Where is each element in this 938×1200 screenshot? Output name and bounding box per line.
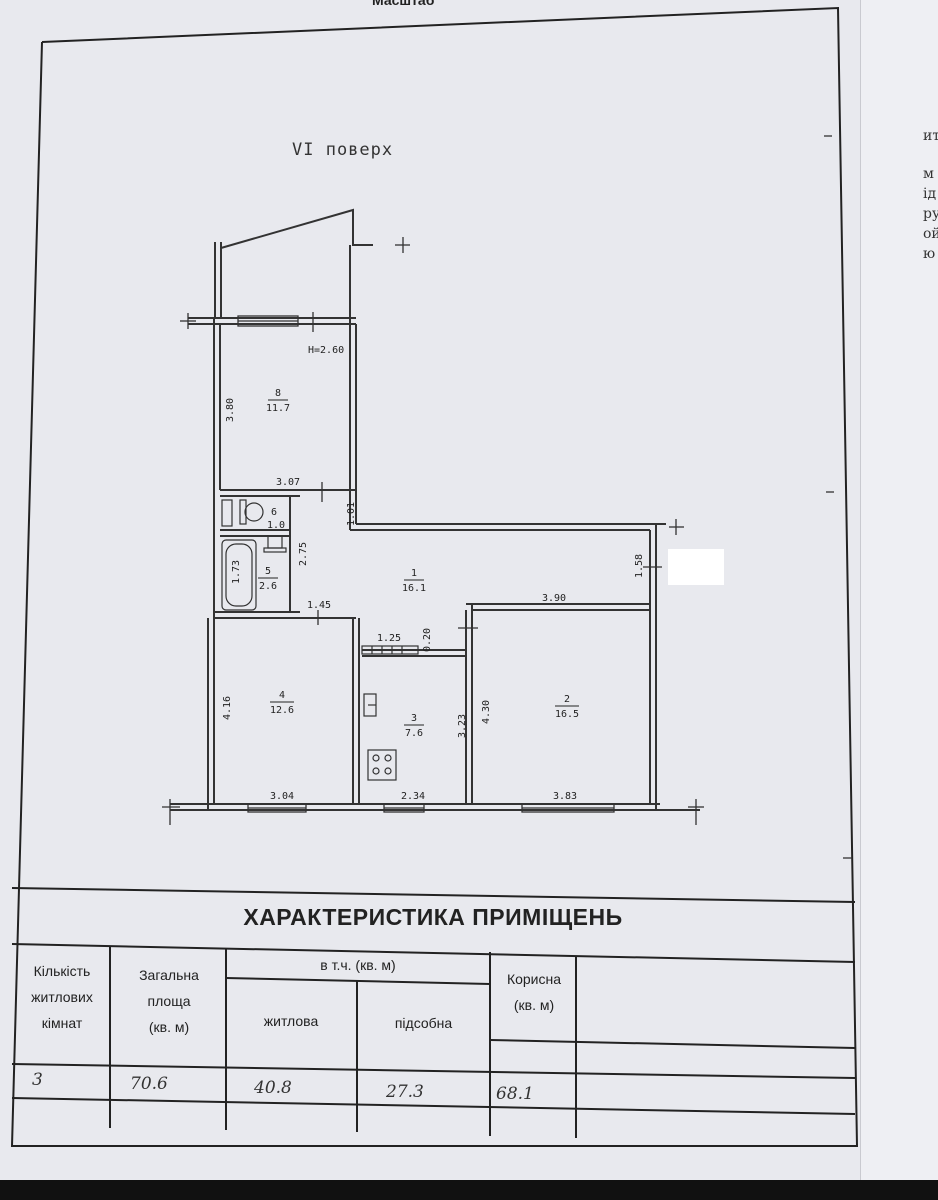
- floor-label: VI поверх: [292, 140, 394, 160]
- header-line: (кв. м): [513, 997, 555, 1013]
- dimension-label: 4.30: [481, 700, 492, 724]
- dimension-label: 1.58: [634, 554, 645, 578]
- header-line: житлових: [31, 989, 93, 1005]
- svg-text:7.6: 7.6: [405, 728, 423, 739]
- header-living: житлова: [263, 1013, 319, 1029]
- table-title: ХАРАКТЕРИСТИКА ПРИМІЩЕНЬ: [243, 904, 623, 930]
- header-line: Корисна: [506, 971, 562, 987]
- dimension-label: 0.20: [422, 628, 433, 652]
- room-6-label: 6 1.0: [267, 507, 285, 531]
- room-8-label: 8 11.7: [266, 388, 290, 414]
- dimension-label: 3.90: [542, 593, 566, 604]
- dimension-label: 3.04: [270, 791, 294, 802]
- header-auxiliary: підсобна: [394, 1015, 453, 1031]
- kitchen-stove: [363, 693, 397, 781]
- room-3-label: 3 7.6: [404, 713, 424, 739]
- dimension-label: 3.83: [553, 791, 577, 802]
- dimension-label: 4.16: [222, 696, 233, 720]
- svg-text:4: 4: [279, 690, 285, 701]
- dimension-label: 2.34: [401, 791, 425, 802]
- side-text-fragment: ой: [923, 226, 938, 242]
- dimension-label: 1.25: [377, 633, 401, 644]
- header-including: в т.ч. (кв. м): [320, 957, 396, 973]
- characteristics-table-grid: [11, 887, 857, 1147]
- side-text-fragment: ит: [923, 128, 938, 144]
- sanitary-fixtures: [221, 499, 287, 611]
- svg-text:16.1: 16.1: [402, 583, 426, 594]
- value-auxiliary-area: 27.3: [386, 1082, 424, 1102]
- dimension-label: 3.07: [276, 477, 300, 488]
- value-rooms-count: 3: [32, 1070, 43, 1090]
- header-useful-area: Корисна (кв. м): [492, 966, 576, 1018]
- adjacent-document-sheet: ит м ід ру ой ю: [860, 0, 938, 1180]
- dimension-label: 1.01: [346, 502, 357, 526]
- room-4-label: 4 12.6: [270, 690, 294, 716]
- built-in-closet: [361, 645, 419, 655]
- svg-text:8: 8: [275, 388, 281, 399]
- dimension-label: 3.80: [225, 398, 236, 422]
- svg-text:6: 6: [271, 507, 277, 518]
- svg-text:16.5: 16.5: [555, 709, 579, 720]
- balcony: [214, 208, 373, 318]
- side-text-fragment: м: [923, 166, 934, 182]
- svg-text:5: 5: [265, 566, 271, 577]
- side-text-fragment: ру: [923, 206, 938, 222]
- header-line: кімнат: [41, 1015, 83, 1031]
- svg-text:1.0: 1.0: [267, 520, 285, 531]
- walls: [170, 245, 700, 811]
- side-text-fragment: ю: [923, 246, 936, 262]
- header-line: Кількість: [33, 963, 91, 979]
- value-useful-area: 68.1: [496, 1084, 534, 1104]
- svg-text:11.7: 11.7: [266, 403, 290, 414]
- header-line: Загальна: [139, 967, 199, 983]
- dimension-ticks: [162, 135, 852, 859]
- windows: [237, 315, 615, 813]
- room-5-label: 5 2.6: [258, 566, 278, 592]
- room-2-label: 2 16.5: [555, 694, 579, 720]
- room-1-label: 1 16.1: [402, 568, 426, 594]
- svg-text:1: 1: [411, 568, 417, 579]
- header-total-area: Загальна площа (кв. м): [114, 962, 224, 1040]
- header-line: (кв. м): [148, 1019, 190, 1035]
- svg-text:2.6: 2.6: [259, 581, 277, 592]
- dimension-label: 3.23: [457, 714, 468, 738]
- svg-text:12.6: 12.6: [270, 705, 294, 716]
- dimension-label: 1.73: [231, 560, 242, 584]
- photo-background: [0, 1180, 938, 1200]
- value-total-area: 70.6: [130, 1074, 168, 1094]
- header-line: площа: [147, 993, 191, 1009]
- svg-text:2: 2: [564, 694, 570, 705]
- dimension-label: 1.45: [307, 600, 331, 611]
- ceiling-height-label: H=2.60: [308, 345, 344, 356]
- header-rooms-count: Кількість житлових кімнат: [16, 958, 108, 1036]
- redaction-patch: [668, 549, 724, 585]
- side-text-fragment: ід: [923, 186, 937, 202]
- dimension-label: 2.75: [298, 542, 309, 566]
- svg-text:3: 3: [411, 713, 417, 724]
- scale-header: Масштаб: [372, 0, 435, 8]
- value-living-area: 40.8: [254, 1078, 292, 1098]
